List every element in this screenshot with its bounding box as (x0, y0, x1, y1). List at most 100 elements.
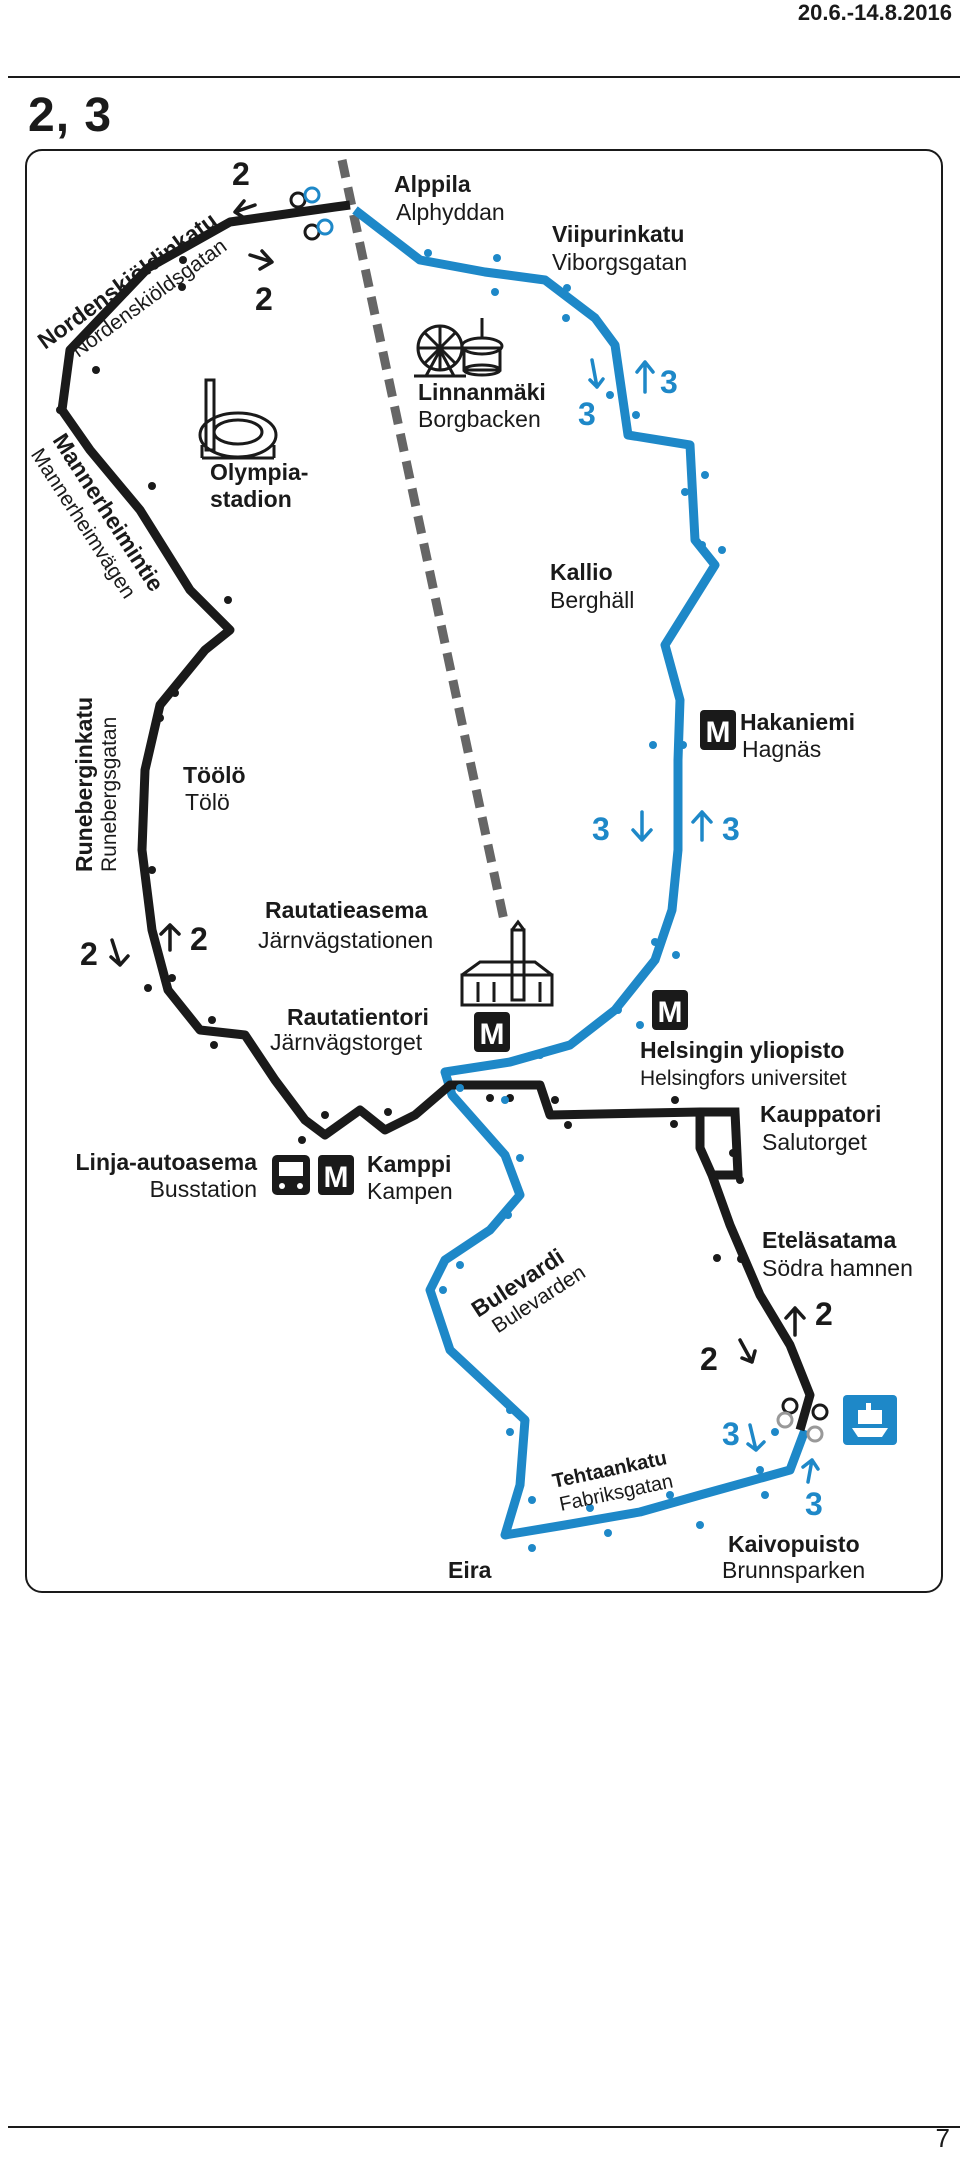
line-2-stops (56, 256, 745, 1263)
line-3-stops (424, 249, 779, 1552)
place-alppila: Alppila Alphyddan (394, 171, 505, 225)
lines-title: 2, 3 (28, 89, 113, 142)
svg-text:Olympia-: Olympia- (210, 459, 308, 485)
svg-text:Helsingin yliopisto: Helsingin yliopisto (640, 1037, 844, 1063)
svg-text:Viborgsgatan: Viborgsgatan (552, 249, 687, 275)
line-3-number: 3 (722, 811, 740, 847)
svg-text:Busstation: Busstation (150, 1176, 257, 1202)
terminus-alppila (289, 186, 334, 241)
arrow-down-icon (588, 358, 605, 389)
svg-text:Linja-autoasema: Linja-autoasema (76, 1149, 258, 1175)
svg-text:Kauppatori: Kauppatori (760, 1101, 881, 1127)
metro-icon: M (474, 1012, 510, 1052)
line-2-number: 2 (255, 281, 273, 317)
place-kaivopuisto: Kaivopuisto Brunnsparken (722, 1531, 865, 1583)
place-linnanmaki: Linnanmäki Borgbacken (418, 379, 546, 432)
svg-text:Töölö: Töölö (183, 762, 246, 788)
place-kamppi: Kamppi Kampen (367, 1151, 453, 1204)
arrow-right-icon (248, 249, 274, 271)
terminus-kaivopuisto (776, 1397, 829, 1443)
svg-text:Hakaniemi: Hakaniemi (740, 709, 855, 735)
svg-text:Eira: Eira (448, 1557, 492, 1583)
svg-text:Eteläsatama: Eteläsatama (762, 1227, 896, 1253)
svg-text:Kallio: Kallio (550, 559, 613, 585)
place-hakaniemi: Hakaniemi Hagnäs (740, 709, 855, 762)
svg-text:Runebergsgatan: Runebergsgatan (98, 717, 121, 872)
place-yliopisto: Helsingin yliopisto Helsingfors universi… (640, 1037, 847, 1090)
line-2-number: 2 (700, 1341, 718, 1377)
place-toolo: Töölö Tölö (183, 762, 246, 815)
line-2-number: 2 (815, 1296, 833, 1332)
svg-text:Järnvägstorget: Järnvägstorget (270, 1029, 423, 1055)
place-viipurinkatu: Viipurinkatu Viborgsgatan (552, 221, 687, 275)
line-3-route (352, 206, 810, 1540)
svg-text:Borgbacken: Borgbacken (418, 406, 541, 432)
date-range: 20.6.-14.8.2016 (797, 0, 952, 25)
arrow-down-icon (109, 938, 130, 967)
svg-text:Järnvägstationen: Järnvägstationen (258, 927, 433, 953)
place-olympiastadion: Olympia- stadion (210, 459, 308, 512)
svg-text:M: M (480, 1018, 505, 1051)
metro-icon: M (318, 1155, 354, 1195)
svg-text:Rautatientori: Rautatientori (287, 1004, 429, 1030)
carousel-icon (460, 318, 504, 377)
svg-text:Södra hamnen: Södra hamnen (762, 1255, 913, 1281)
bus-icon (272, 1155, 310, 1195)
svg-text:Alppila: Alppila (394, 171, 471, 197)
arrow-up-icon (784, 1306, 806, 1337)
street-bulevardi: Bulevardi Bulevarden (467, 1243, 590, 1338)
arrow-up-icon (635, 360, 655, 394)
svg-text:Viipurinkatu: Viipurinkatu (552, 221, 685, 247)
place-linja-autoasema: Linja-autoasema Busstation (76, 1149, 258, 1202)
svg-text:Brunnsparken: Brunnsparken (722, 1557, 865, 1583)
railway-line (337, 159, 510, 926)
svg-text:Rautatieasema: Rautatieasema (265, 897, 428, 923)
place-rautatientori: Rautatientori Järnvägstorget (270, 1004, 429, 1055)
svg-text:M: M (324, 1161, 349, 1194)
line-2-number: 2 (80, 936, 98, 972)
line-2-number: 2 (232, 156, 250, 192)
svg-text:M: M (658, 996, 683, 1029)
line-3-number: 3 (722, 1416, 740, 1452)
metro-icon: M (652, 990, 688, 1030)
line-3-number: 3 (592, 811, 610, 847)
metro-icon: M (700, 710, 736, 750)
arrow-up-icon (159, 923, 181, 952)
line-3-number: 3 (805, 1486, 823, 1522)
arrow-down-icon (746, 1423, 766, 1452)
svg-text:Salutorget: Salutorget (762, 1129, 867, 1155)
arrow-down-icon (738, 1338, 757, 1364)
place-etelasatama: Eteläsatama Södra hamnen (762, 1227, 913, 1281)
place-kauppatori: Kauppatori Salutorget (760, 1101, 881, 1155)
svg-text:stadion: stadion (210, 486, 292, 512)
place-kallio: Kallio Berghäll (550, 559, 634, 613)
arrow-left-icon (233, 199, 257, 221)
svg-text:Alphyddan: Alphyddan (396, 199, 505, 225)
railway-station-icon (460, 919, 554, 1007)
svg-text:Berghäll: Berghäll (550, 587, 634, 613)
stadium-icon (198, 378, 278, 460)
place-eira: Eira (448, 1557, 492, 1583)
line-3-number: 3 (660, 364, 678, 400)
street-nordenskiold: Nordenskiöldinkatu Nordenskiöldsgatan (33, 207, 232, 362)
svg-text:Kaivopuisto: Kaivopuisto (728, 1531, 860, 1557)
ferris-wheel-icon (414, 324, 466, 378)
arrow-up-icon (691, 810, 713, 842)
footer-rule (8, 2126, 960, 2128)
svg-text:Runeberginkatu: Runeberginkatu (71, 697, 97, 872)
place-rautatieasema: Rautatieasema Järnvägstationen (258, 897, 433, 953)
header-rule (8, 76, 960, 78)
page-number: 7 (935, 2123, 950, 2153)
svg-text:Linnanmäki: Linnanmäki (418, 379, 546, 405)
map-frame (25, 149, 943, 1593)
line-2-route (57, 200, 815, 1432)
svg-text:Kamppi: Kamppi (367, 1151, 451, 1177)
arrow-down-icon (631, 810, 653, 842)
ferry-icon (843, 1395, 897, 1445)
line-2-number: 2 (190, 921, 208, 957)
svg-text:Hagnäs: Hagnäs (742, 736, 821, 762)
svg-text:Helsingfors universitet: Helsingfors universitet (640, 1067, 847, 1090)
svg-text:Tölö: Tölö (185, 789, 230, 815)
street-runeberginkatu: Runeberginkatu Runebergsgatan (71, 697, 121, 872)
